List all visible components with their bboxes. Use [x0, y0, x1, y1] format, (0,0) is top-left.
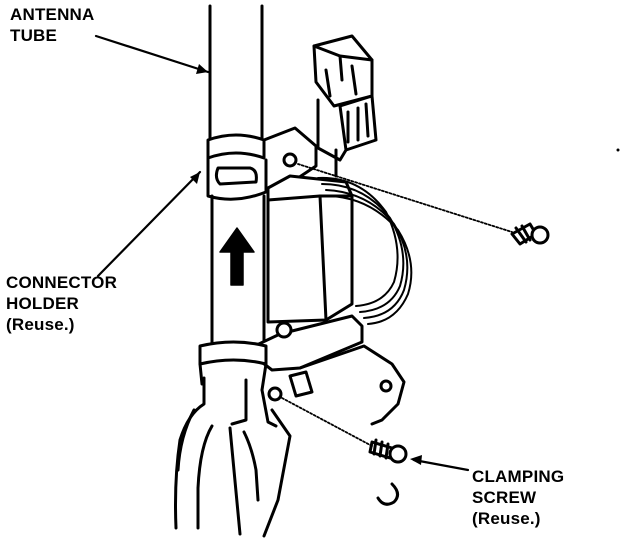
- connector-holder-label-line3: (Reuse.): [6, 315, 75, 334]
- clamping-screw-label: CLAMPING SCREW (Reuse.): [472, 466, 564, 529]
- motor-housing: [266, 174, 354, 324]
- antenna-tube: [208, 4, 266, 347]
- wire-harness: [317, 176, 413, 325]
- connector-holder-label-line2: HOLDER: [6, 294, 79, 313]
- mounting-bracket: [244, 314, 406, 506]
- antenna-tube-label-line2: TUBE: [10, 26, 58, 45]
- direction-arrow-icon: [219, 227, 255, 286]
- removed-screw-icon: [510, 222, 550, 246]
- clamping-screw-label-line1: CLAMPING: [472, 467, 565, 486]
- clamping-screw-label-line3: (Reuse.): [472, 509, 541, 528]
- connector-holder-label: CONNECTOR HOLDER (Reuse.): [6, 272, 117, 335]
- connector-holder-label-line1: CONNECTOR: [6, 273, 118, 292]
- lower-housing: [174, 370, 314, 538]
- clamping-screw-icon: [368, 438, 408, 464]
- antenna-tube-label: ANTENNA TUBE: [10, 4, 95, 46]
- lower-collar: [198, 340, 268, 392]
- electrical-connector: [312, 34, 378, 178]
- antenna-tube-label-line1: ANTENNA: [10, 5, 95, 24]
- leader-lines: [94, 34, 470, 472]
- clamping-screw-label-line2: SCREW: [472, 488, 537, 507]
